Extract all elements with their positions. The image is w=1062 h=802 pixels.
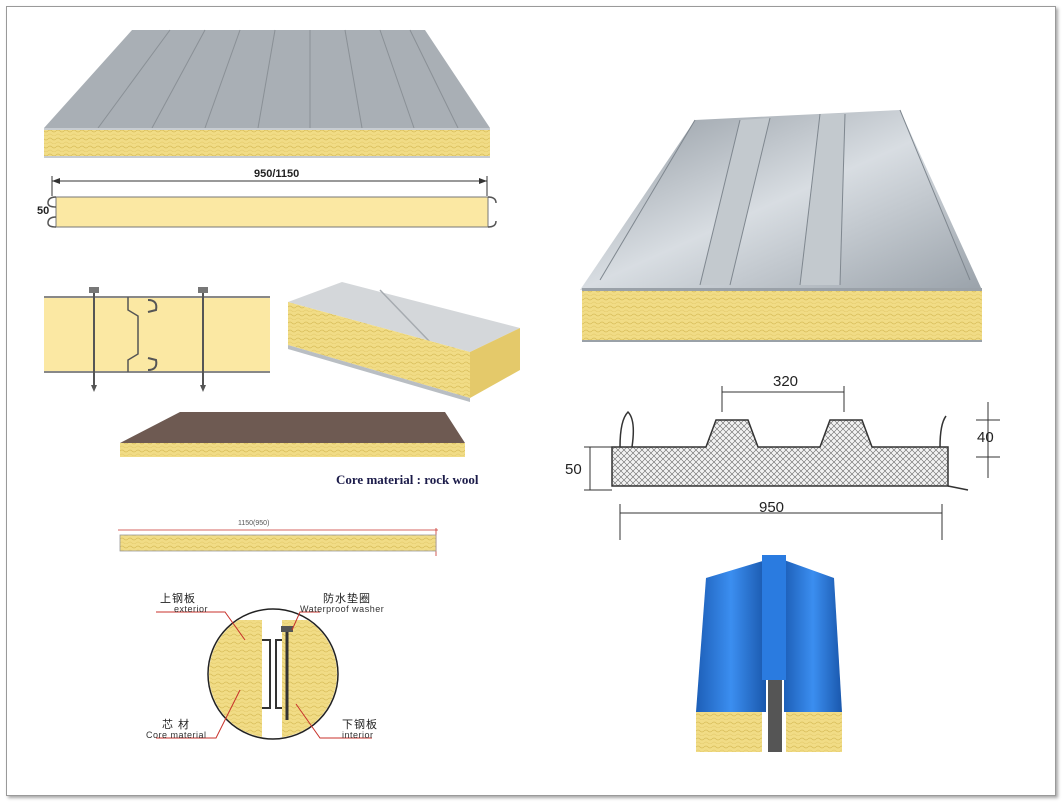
washer-label-cn: 防水垫圈 (323, 593, 371, 605)
exterior-label-cn: 上钢板 (160, 593, 196, 605)
blue-ridge-cap (696, 555, 842, 752)
wall-thickness-dimension: 50 (37, 205, 50, 217)
roof-width-dimension: 950 (759, 499, 785, 516)
interior-label-cn: 下钢板 (342, 719, 378, 731)
strip-width-dimension: 1150(950) (238, 520, 270, 527)
core-material-caption: Core material : rock wool (336, 472, 479, 487)
exterior-label-en: exterior (174, 604, 209, 614)
roof-panel-section (584, 386, 1000, 540)
rib-pitch-dimension: 320 (773, 373, 799, 390)
wall-panel-3d (44, 29, 490, 158)
wall-panel-section (47, 176, 497, 228)
rib-height-dimension: 40 (977, 429, 994, 446)
sandwich-panel-block (288, 282, 520, 402)
strip-panel-section (118, 528, 438, 556)
brown-face-panel (120, 412, 465, 457)
roof-thickness-dimension: 50 (565, 461, 582, 478)
washer-label-en: Waterproof washer (300, 604, 385, 614)
roof-panel-3d (580, 109, 982, 342)
joint-detail-screws (44, 287, 270, 392)
core-label-cn: 芯 材 (162, 719, 191, 731)
interior-label-en: interior (342, 730, 374, 740)
core-label-en: Core material (146, 730, 207, 740)
wall-width-dimension: 950/1150 (254, 168, 300, 180)
